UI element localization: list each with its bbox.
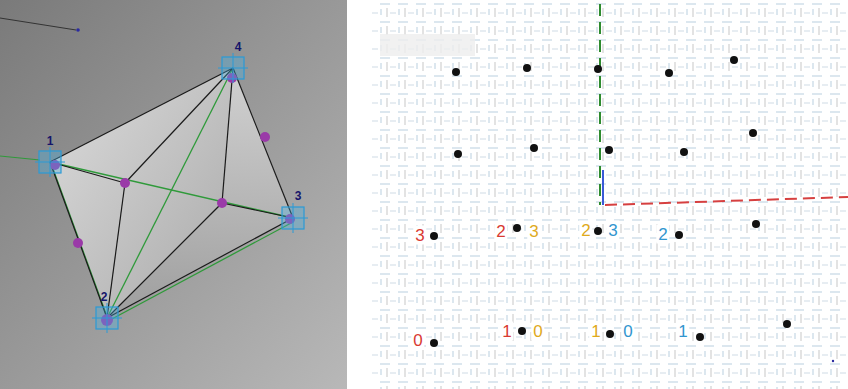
tetra-edge [107, 183, 125, 318]
guide-line [0, 156, 40, 160]
grid-point [752, 220, 760, 228]
callout-number: 1 [676, 322, 689, 341]
midpoint-marker [50, 73, 295, 326]
vertex-marker [39, 57, 304, 329]
grid-point [454, 150, 462, 158]
z-axis [602, 170, 604, 205]
tetra-edge [50, 68, 293, 318]
tetra-edge [50, 162, 107, 318]
midpoint-marker [260, 132, 270, 142]
callout-number: 1 [589, 322, 602, 341]
vertex-cross [233, 53, 234, 83]
grid-point [730, 56, 738, 64]
grid-point [594, 227, 602, 235]
callout-number: 3 [606, 221, 619, 240]
grid-point [665, 69, 673, 77]
y-axis [599, 4, 601, 205]
tetra-edge [107, 203, 222, 318]
grid-point [680, 148, 688, 156]
vertex-cross [293, 203, 294, 233]
vertex-cross [35, 53, 308, 333]
guide-point [832, 360, 834, 362]
grid-point [430, 56, 791, 347]
callout-number: 1 [500, 322, 513, 341]
tetra-face [107, 68, 293, 318]
grid-point [430, 339, 438, 347]
grid-point [749, 129, 757, 137]
callout-number: 3 [527, 222, 540, 241]
grid-point [675, 231, 683, 239]
tetra-diagonal [50, 68, 293, 322]
vertex-cross [107, 303, 108, 333]
guide-line [0, 18, 76, 30]
callout-number: 3 [413, 226, 426, 245]
tetra-edge [233, 68, 293, 218]
tetra-edge [222, 68, 233, 203]
tetra-face [50, 68, 233, 318]
tetra-edge [50, 68, 233, 162]
callout-number: 4 [235, 41, 242, 53]
grid-point [606, 330, 614, 338]
callout-number: 1 [47, 135, 54, 147]
callout-number: 0 [621, 322, 634, 341]
callout-number: 3 [295, 190, 302, 202]
callout-number: 0 [411, 331, 424, 350]
callout-number: 2 [101, 291, 108, 303]
guide-point [76, 28, 80, 32]
tetra-edge [107, 218, 293, 318]
grid-point [783, 320, 791, 328]
grid-ground [372, 0, 848, 389]
midpoint-marker [217, 198, 227, 208]
callout-number: 2 [656, 225, 669, 244]
grid-point [523, 64, 531, 72]
grid-panel [372, 0, 848, 389]
grid-point [518, 327, 526, 335]
grid-point [696, 333, 704, 341]
grid-point [594, 65, 602, 73]
vertex-cross [50, 147, 51, 177]
grid-point [430, 232, 438, 240]
grid-point [530, 144, 538, 152]
callout-number: 0 [531, 322, 544, 341]
grid-point [452, 68, 460, 76]
tetra-diagonal [107, 68, 233, 318]
midpoint-marker [73, 238, 83, 248]
midpoint-marker [120, 178, 130, 188]
tetra-diagonal [110, 222, 293, 320]
faint-patch [380, 34, 475, 56]
x-axis [605, 197, 848, 205]
panel-ground [0, 0, 347, 389]
callout-number: 2 [579, 221, 592, 240]
tetra-edge [125, 68, 233, 183]
render-panel [0, 0, 347, 389]
callout-number: 2 [494, 222, 507, 241]
grid-point [513, 224, 521, 232]
grid-point [605, 146, 613, 154]
